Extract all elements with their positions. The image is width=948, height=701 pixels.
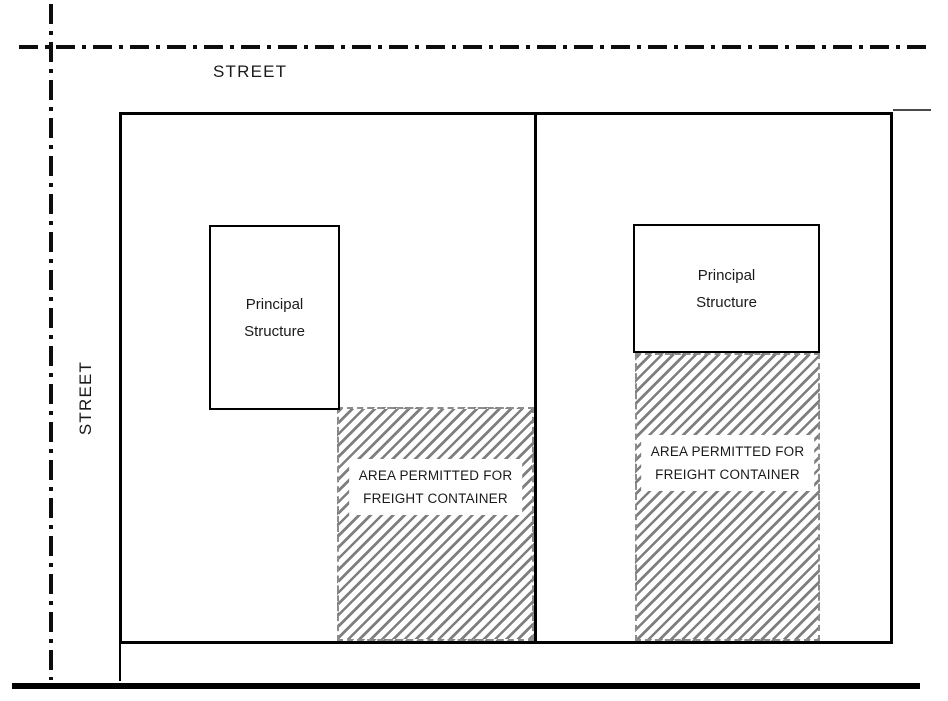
street-centerline-vertical bbox=[49, 4, 53, 680]
principal-structure-right: Principal Structure bbox=[633, 224, 820, 353]
principal-structure-left: Principal Structure bbox=[209, 225, 340, 410]
structure-label-line-1: Principal bbox=[245, 295, 304, 313]
label-line-1: AREA PERMITTED FOR bbox=[358, 468, 513, 483]
street-centerline-horizontal bbox=[19, 45, 930, 49]
lot-divider-line bbox=[534, 112, 537, 644]
street-label-left: STREET bbox=[76, 360, 95, 436]
street-label-top: STREET bbox=[213, 62, 288, 81]
label-line-2: FREIGHT CONTAINER bbox=[363, 491, 508, 506]
label-line-2: FREIGHT CONTAINER bbox=[655, 467, 800, 482]
structure-label-line-1: Principal bbox=[697, 266, 756, 284]
structure-label-line-2: Structure bbox=[244, 322, 305, 340]
left-lot-line-extension bbox=[119, 644, 121, 681]
bottom-street-line bbox=[12, 683, 920, 689]
freight-container-area-label: AREA PERMITTED FOR FREIGHT CONTAINER bbox=[348, 459, 523, 515]
top-right-edge-line bbox=[893, 109, 931, 111]
structure-label-line-2: Structure bbox=[696, 293, 757, 311]
freight-container-area-label: AREA PERMITTED FOR FREIGHT CONTAINER bbox=[640, 435, 815, 491]
label-line-1: AREA PERMITTED FOR bbox=[650, 444, 805, 459]
freight-container-area-left: AREA PERMITTED FOR FREIGHT CONTAINER bbox=[337, 407, 534, 641]
freight-container-area-right: AREA PERMITTED FOR FREIGHT CONTAINER bbox=[635, 353, 820, 641]
